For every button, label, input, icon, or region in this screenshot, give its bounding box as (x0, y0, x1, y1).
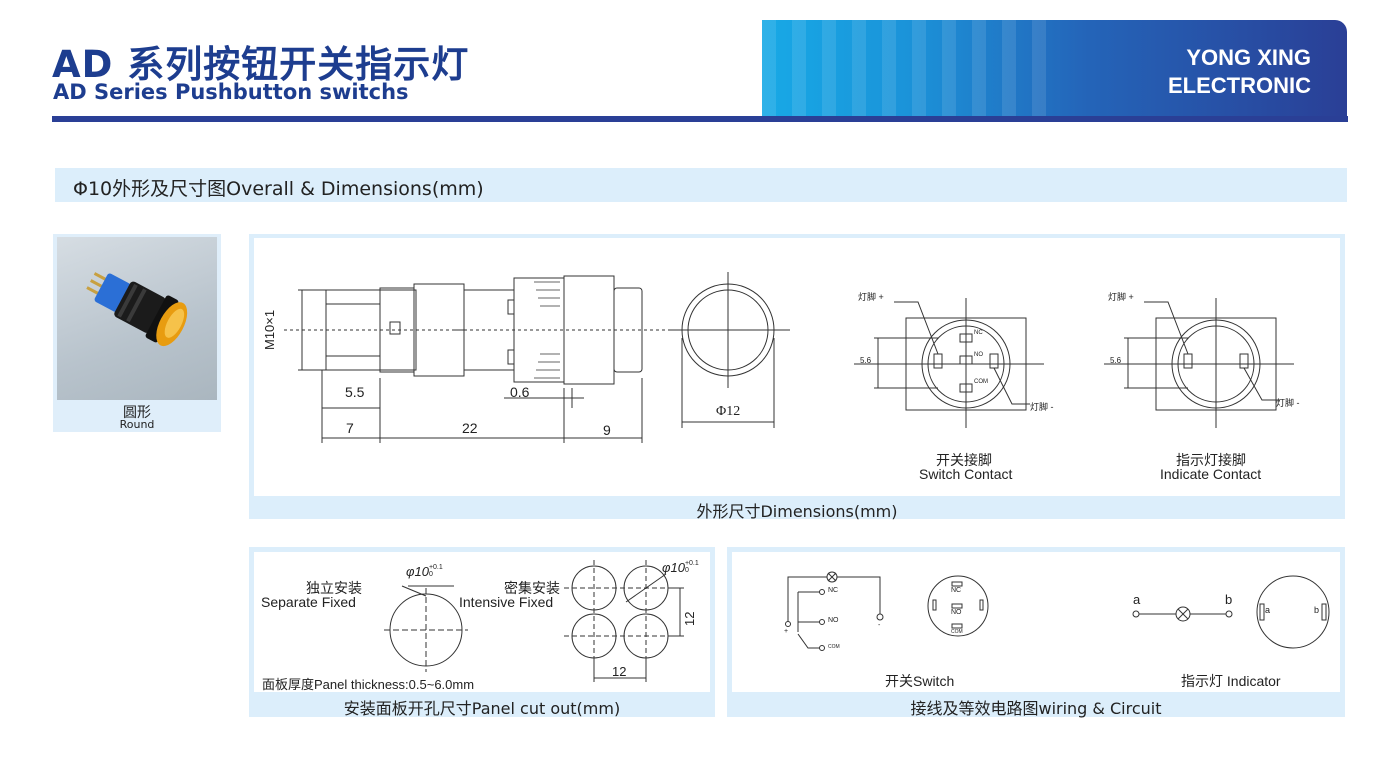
switch-pin-minus: 灯脚 - (1030, 402, 1054, 412)
indicator-b-label: b (1225, 592, 1233, 607)
cutout-drawing-area: 独立安装 Separate Fixed 密集安装 Intensive Fixed… (254, 552, 710, 692)
cutout-drawing (384, 560, 684, 682)
dim-5-5: 5.5 (345, 384, 365, 400)
separate-fixed-en: Separate Fixed (261, 594, 356, 610)
brand-logo-text: YONG XING ELECTRONIC (1168, 44, 1311, 100)
face-a-label: a (1265, 605, 1271, 615)
face-no: NO (951, 609, 962, 616)
switch-pin-plus: 灯脚 + (858, 292, 884, 302)
face-nc: NC (951, 587, 962, 594)
cutout-panel: 独立安装 Separate Fixed 密集安装 Intensive Fixed… (249, 547, 715, 718)
wiring-panel: NC NO COM + - NC NO COM 开关Switch a b a b… (727, 547, 1345, 718)
dim-22: 22 (462, 420, 478, 436)
switch-contact-en: Switch Contact (919, 466, 1013, 482)
pushbutton-illustration (86, 272, 188, 347)
indicate-pin-minus: 灯脚 - (1276, 398, 1300, 408)
tol-upper-2: +0.1 (684, 560, 699, 567)
panel-thickness: 面板厚度Panel thickness:0.5~6.0mm (262, 677, 475, 692)
product-photo (57, 237, 217, 400)
section-bar: Φ10外形及尺寸图Overall & Dimensions(mm) (55, 168, 1347, 202)
switch-pitch: 5.6 (860, 356, 872, 365)
product-label-en: Round (119, 418, 155, 431)
indicate-pin-plus: 灯脚 + (1108, 292, 1134, 302)
tol-lower-2: 0 (684, 567, 689, 574)
switch-label: 开关Switch (885, 673, 955, 689)
switch-no: NO (974, 352, 983, 358)
wire-nc: NC (828, 587, 839, 594)
tol-upper: +0.1 (428, 564, 443, 571)
switch-com: COM (974, 379, 988, 385)
face-b-label: b (1314, 605, 1320, 615)
wiring-drawing (785, 571, 1330, 651)
switch-nc: NC (974, 330, 983, 336)
cutout-caption: 安装面板开孔尺寸Panel cut out(mm) (343, 699, 621, 718)
indicate-contact-cn: 指示灯接脚 (1176, 452, 1246, 468)
dimensions-drawing-area: M10×1 5.5 0.6 7 22 9 Φ12 灯脚 + 灯脚 - 5.6 N… (254, 238, 1340, 496)
page-title-cn: AD 系列按钮开关指示灯 (52, 43, 470, 86)
wire-minus: - (878, 622, 881, 629)
product-photo-panel: 圆形 Round (53, 234, 221, 432)
diameter-label: Φ12 (716, 404, 741, 419)
dim-0-6: 0.6 (510, 384, 530, 400)
section-title: Φ10外形及尺寸图Overall & Dimensions(mm) (73, 178, 484, 200)
intensive-fixed-cn: 密集安装 (504, 580, 560, 596)
switch-contact-cn: 开关接脚 (936, 452, 992, 468)
intensive-fixed-en: Intensive Fixed (459, 594, 554, 610)
header-stripes (762, 20, 1062, 117)
wire-plus: + (784, 628, 789, 635)
dimensions-panel: M10×1 5.5 0.6 7 22 9 Φ12 灯脚 + 灯脚 - 5.6 N… (249, 234, 1345, 521)
wire-com: COM (828, 644, 840, 650)
hole-dia-text: φ10 (406, 564, 429, 579)
thread-label: M10×1 (262, 309, 277, 350)
wiring-drawing-area: NC NO COM + - NC NO COM 开关Switch a b a b… (732, 552, 1340, 692)
indicate-pitch: 5.6 (1110, 356, 1122, 365)
header-divider (52, 116, 1348, 122)
spacing-horizontal: 12 (612, 664, 627, 679)
hole-dia-text-2: φ10 (662, 560, 685, 575)
brand-line-2: ELECTRONIC (1168, 73, 1311, 98)
face-com: COM (951, 629, 963, 635)
indicator-a-label: a (1133, 592, 1141, 607)
wiring-caption: 接线及等效电路图wiring & Circuit (910, 699, 1162, 718)
dim-9: 9 (603, 422, 611, 438)
indicate-contact-en: Indicate Contact (1160, 466, 1262, 482)
spacing-vertical: 12 (682, 611, 697, 626)
header-band: YONG XING ELECTRONIC (762, 20, 1347, 117)
page-title-en: AD Series Pushbutton switchs (53, 80, 409, 104)
tol-lower: 0 (428, 571, 433, 578)
brand-line-1: YONG XING (1186, 45, 1311, 70)
wire-no: NO (828, 617, 839, 624)
dimensions-drawing (284, 272, 1294, 443)
separate-fixed-cn: 独立安装 (306, 580, 362, 596)
dimensions-caption: 外形尺寸Dimensions(mm) (696, 502, 898, 521)
dim-7: 7 (346, 420, 354, 436)
product-label-cn: 圆形 (123, 405, 151, 421)
indicator-label: 指示灯 Indicator (1181, 673, 1281, 689)
